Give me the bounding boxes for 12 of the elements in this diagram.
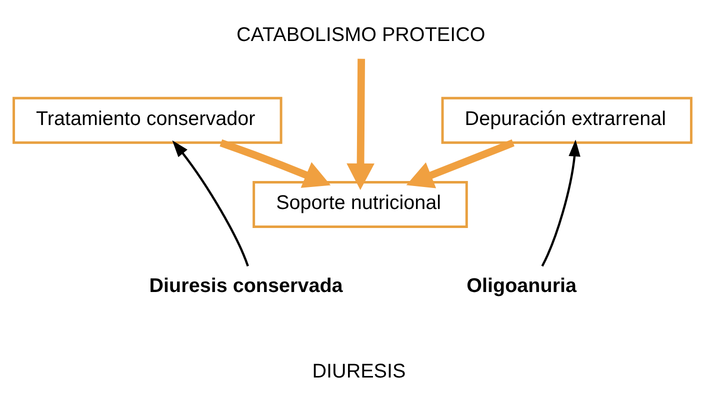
node-text: Oligoanuria [466, 274, 577, 297]
label: DIURESIS [312, 360, 406, 382]
node-text: CATABOLISMO PROTEICO [236, 23, 486, 46]
node-box: Tratamiento conservador [12, 96, 282, 144]
node-box: Depuración extrarrenal [441, 96, 692, 144]
arrow [172, 140, 249, 266]
arrow [406, 138, 514, 188]
arrow [220, 138, 331, 188]
node-box: Soporte nutricional [252, 180, 468, 228]
node-text: Diuresis conservada [149, 274, 343, 297]
arrow [541, 139, 580, 266]
arrow [346, 58, 374, 190]
